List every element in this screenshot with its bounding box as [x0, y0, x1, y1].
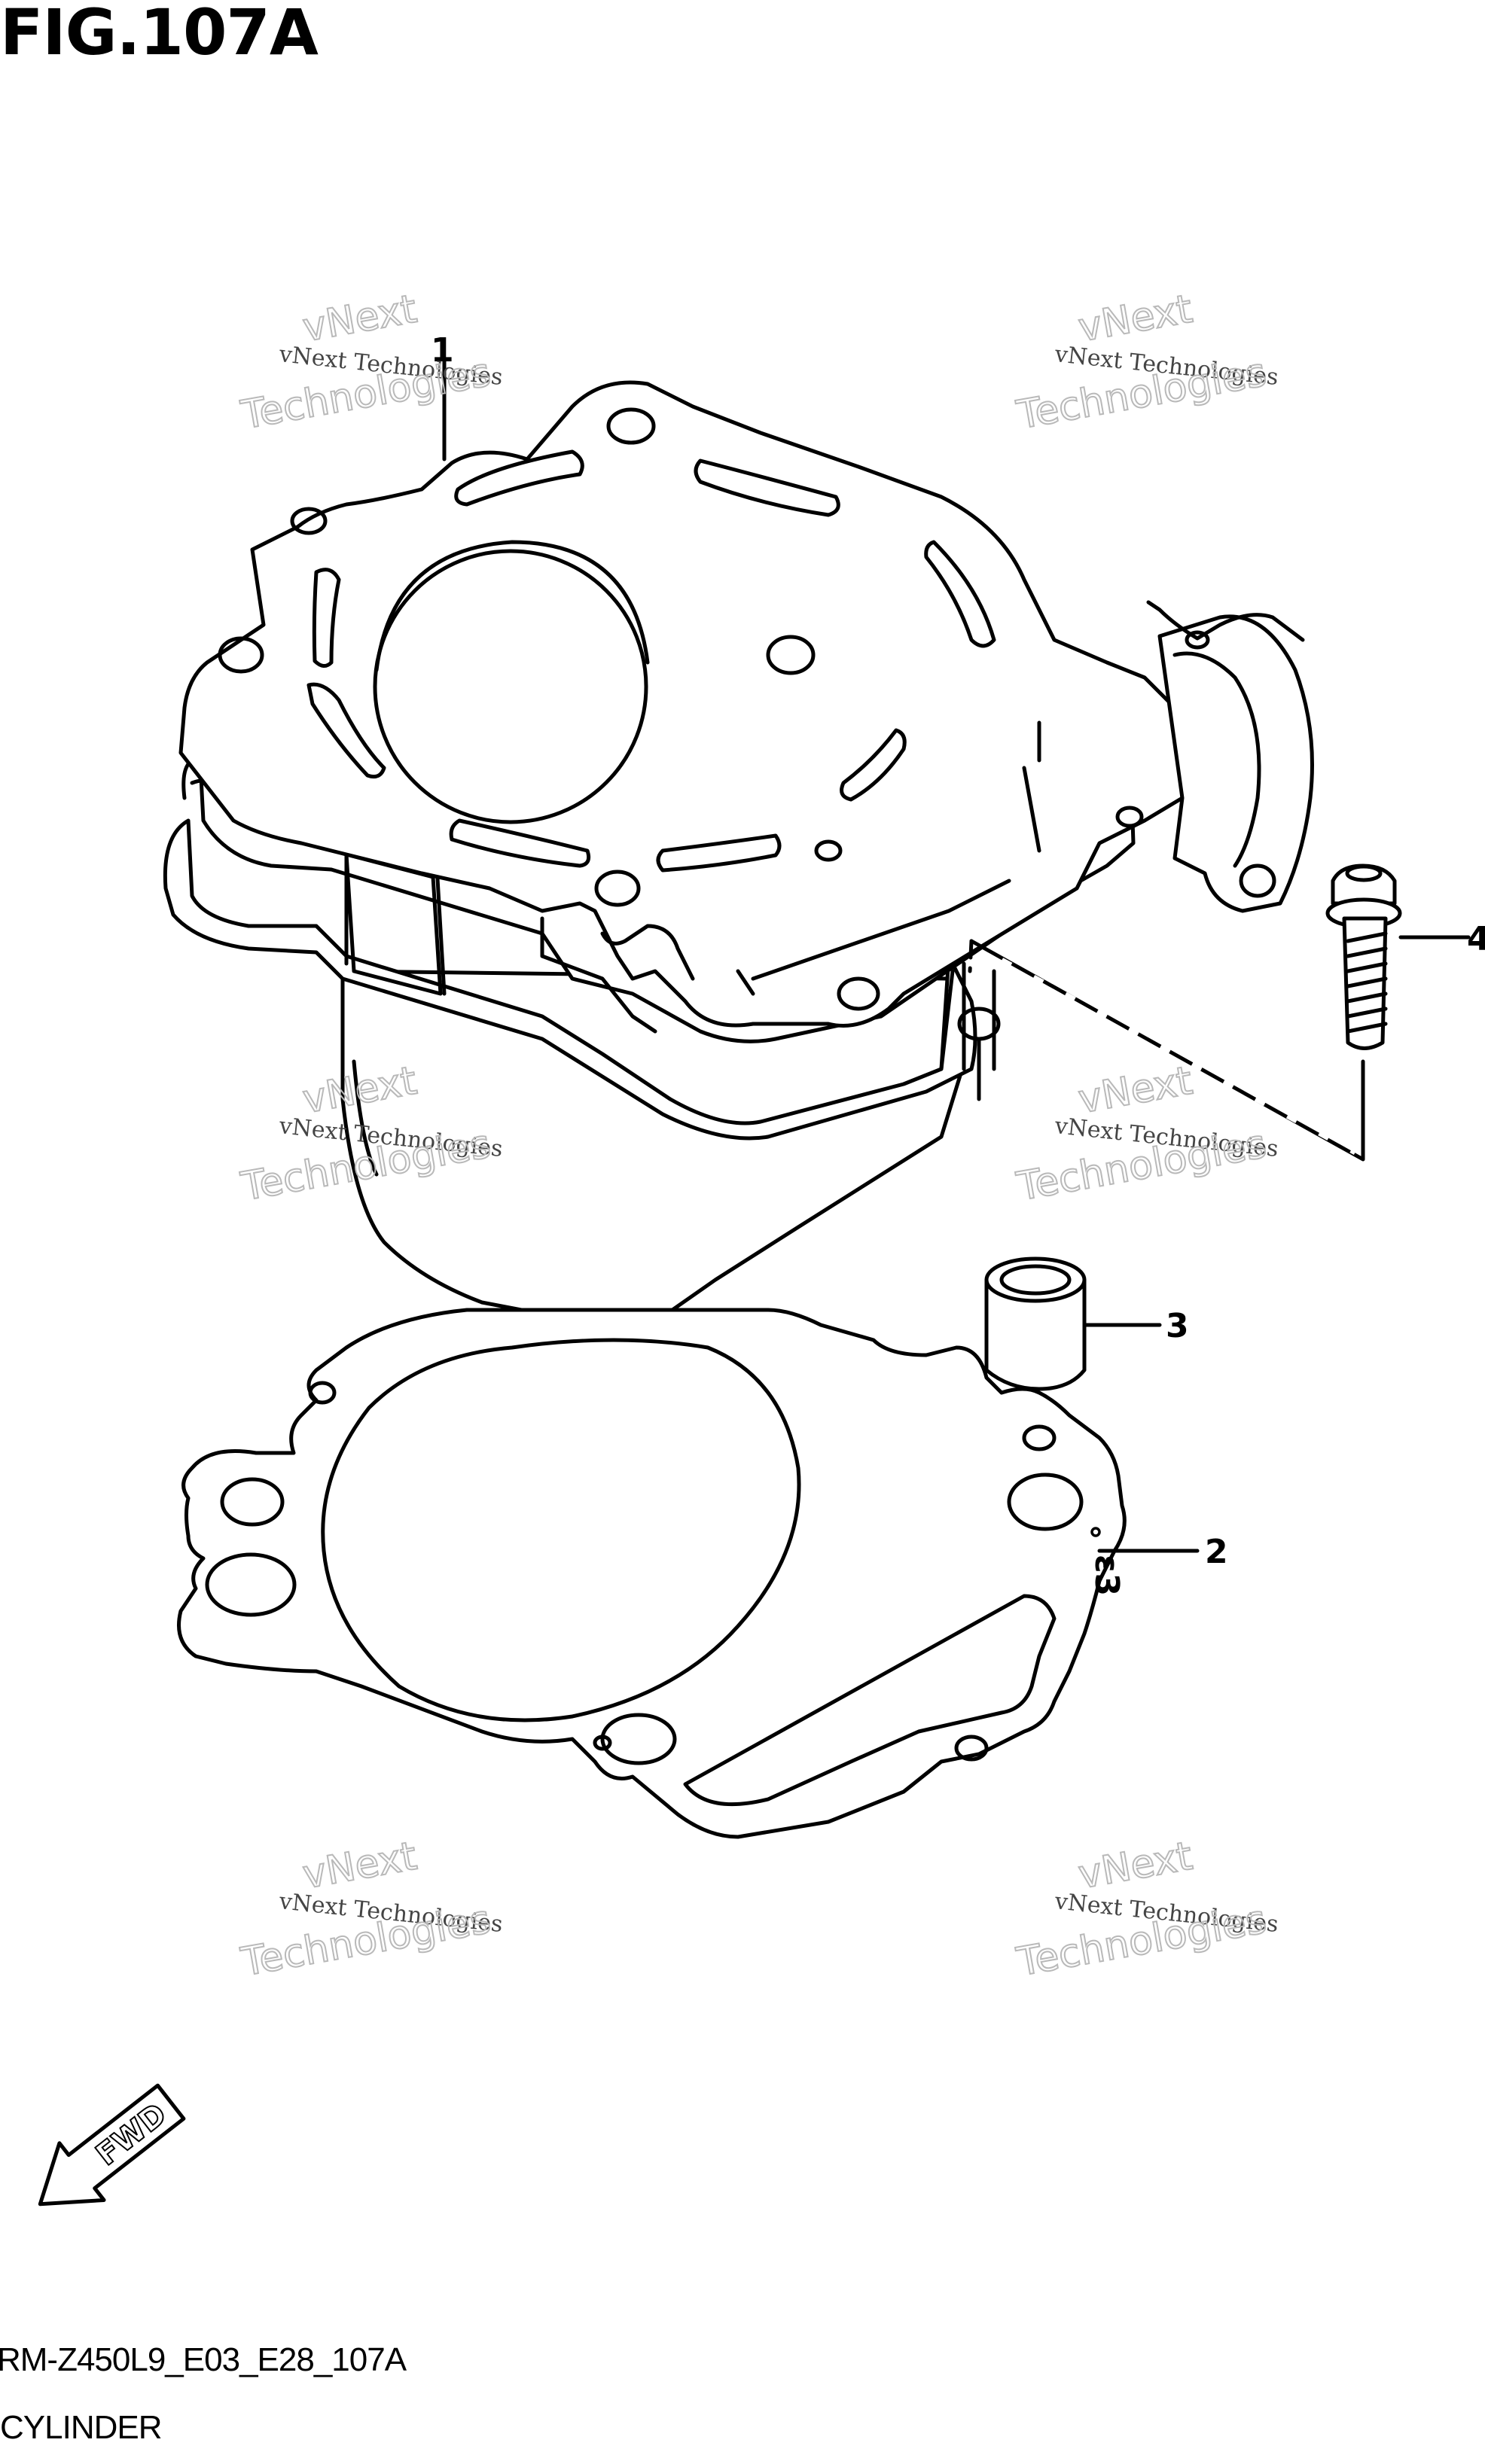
- svg-text:vNext: vNext: [1075, 287, 1196, 351]
- watermarks: vNext Technologies vNext Technologies vN…: [237, 286, 1280, 1986]
- gasket-part[interactable]: ε3: [177, 1308, 1127, 1839]
- callout-numbers: 1 2 3 4: [431, 331, 1485, 1571]
- callout-2: 2: [1205, 1533, 1228, 1571]
- watermark-top-right: vNext Technologies vNext Technologies: [1013, 286, 1280, 439]
- svg-text:vNext: vNext: [300, 1834, 420, 1898]
- fwd-arrow-icon: FWD: [38, 2083, 186, 2207]
- watermark-bottom-left: vNext Technologies vNext Technologies: [237, 1833, 505, 1986]
- svg-text:vNext: vNext: [1075, 1058, 1196, 1122]
- callout-4: 4: [1467, 920, 1485, 958]
- callout-3: 3: [1166, 1307, 1189, 1345]
- flange-bolt-part[interactable]: [1325, 863, 1402, 1050]
- dowel-pin-part[interactable]: [984, 1256, 1087, 1391]
- svg-text:vNext: vNext: [1075, 1834, 1196, 1898]
- figure-title: FIG.107A: [0, 0, 319, 69]
- gasket-marking: ε3: [1087, 1555, 1126, 1596]
- svg-text:vNext: vNext: [300, 287, 420, 351]
- cylinder-part[interactable]: [163, 380, 1314, 1335]
- figure-code: RM-Z450L9_E03_E28_107A: [0, 2341, 407, 2378]
- watermark-mid-right: vNext Technologies vNext Technologies: [1013, 1058, 1280, 1211]
- watermark-top-left: vNext Technologies vNext Technologies: [237, 286, 505, 439]
- figure-name: CYLINDER: [0, 2409, 162, 2446]
- watermark-bottom-right: vNext Technologies vNext Technologies: [1013, 1833, 1280, 1986]
- callout-1: 1: [431, 331, 454, 370]
